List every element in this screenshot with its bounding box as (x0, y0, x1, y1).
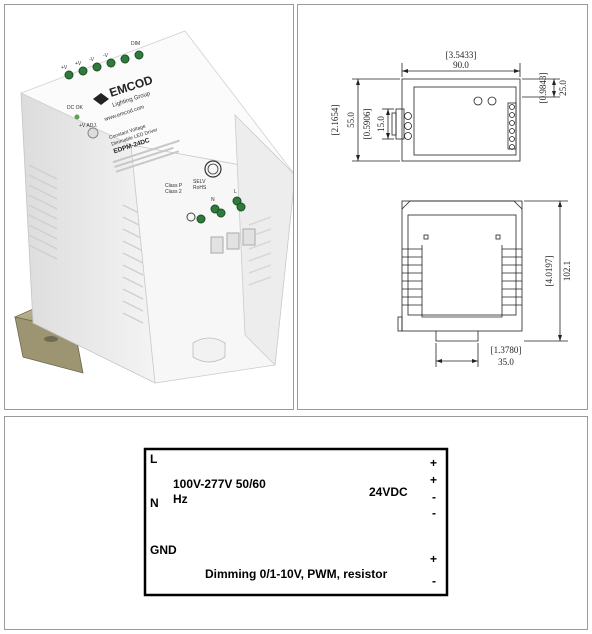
dim-side-height-mm: 102.1 (562, 261, 572, 281)
dim-right-depth-mm: 25.0 (558, 80, 568, 96)
voltage-adjust-pot (87, 127, 99, 139)
class-2-label: Class 2 (165, 189, 182, 195)
input-voltage-line2: Hz (173, 492, 188, 506)
dc-ok-led (74, 114, 80, 120)
top-view-terminals (507, 102, 517, 150)
terminal-block (210, 228, 256, 254)
ul-listed-mark (204, 160, 222, 178)
selv-label: SELV (193, 179, 206, 185)
ground-symbol-icon (186, 212, 196, 222)
dim-top-width-mm: 90.0 (453, 60, 469, 70)
dim-inner-height-in: [0.5906] (362, 109, 372, 140)
output-minus-2: - (432, 506, 436, 520)
output-plus-2: + (430, 473, 437, 487)
input-n-label: N (211, 197, 215, 203)
dc-ok-label: DC OK (67, 105, 84, 111)
input-n-terminal: N (150, 496, 159, 510)
input-terminals: N L (186, 189, 246, 224)
product-photo-panel: +V +V -V -V DIM EMCOD Lighting Group www… (4, 4, 294, 410)
din-clip (192, 337, 226, 363)
output-minus-1: - (432, 490, 436, 504)
housing-ribs (28, 164, 144, 324)
input-l-label: L (234, 189, 237, 195)
dimming-minus: - (432, 574, 436, 588)
input-voltage-line1: 100V-277V 50/60 (173, 477, 266, 491)
product-photo-illustration: +V +V -V -V DIM EMCOD Lighting Group www… (13, 30, 293, 384)
output-plus-1: + (430, 456, 437, 470)
v-minus-label-2: -V (103, 53, 109, 59)
rohs-label: RoHS (193, 185, 207, 191)
dim-rail-width-mm: 35.0 (498, 357, 514, 367)
wiring-diagram-panel: L N GND 100V-277V 50/60 Hz 24VDC + + - -… (4, 416, 588, 630)
class-p-label: Class P (165, 183, 183, 189)
dim-inner-height-mm: 15.0 (376, 116, 386, 132)
dim-right-depth-in: [0.9843] (538, 73, 548, 104)
side-view-vents (402, 248, 522, 306)
v-plus-label-1: +V (61, 65, 68, 71)
dim-side-height-in: [4.0197] (544, 256, 554, 287)
v-minus-label-1: -V (89, 57, 95, 63)
dimming-plus: + (430, 552, 437, 566)
top-view-hole-1 (473, 96, 483, 106)
wiring-diagram: L N GND 100V-277V 50/60 Hz 24VDC + + - -… (143, 447, 449, 597)
top-view-outline (401, 78, 521, 162)
input-l-terminal: L (150, 452, 157, 466)
top-view-hole-2 (487, 96, 497, 106)
dim-left-height-in: [2.1654] (330, 105, 340, 136)
adj-label: +V ADJ. (79, 123, 97, 129)
dim-terminal-label: DIM (131, 41, 140, 47)
mechanical-drawing-panel: [3.5433] 90.0 [0.9843] 25.0 [2.1654] 55.… (297, 4, 588, 410)
housing (19, 30, 293, 384)
mechanical-drawing: [3.5433] 90.0 [0.9843] 25.0 [2.1654] 55.… (330, 50, 572, 367)
dim-rail-width-in: [1.3780] (491, 345, 522, 355)
dimming-description: Dimming 0/1-10V, PWM, resistor (205, 567, 388, 581)
output-terminals: +V +V -V -V DIM (61, 41, 144, 80)
output-voltage: 24VDC (369, 485, 408, 499)
dim-top-width-in: [3.5433] (446, 50, 477, 60)
side-view-outline (401, 200, 523, 332)
driver-box (143, 447, 449, 597)
v-plus-label-2: +V (75, 61, 82, 67)
dim-left-height-mm: 55.0 (346, 112, 356, 128)
gnd-terminal: GND (150, 543, 177, 557)
